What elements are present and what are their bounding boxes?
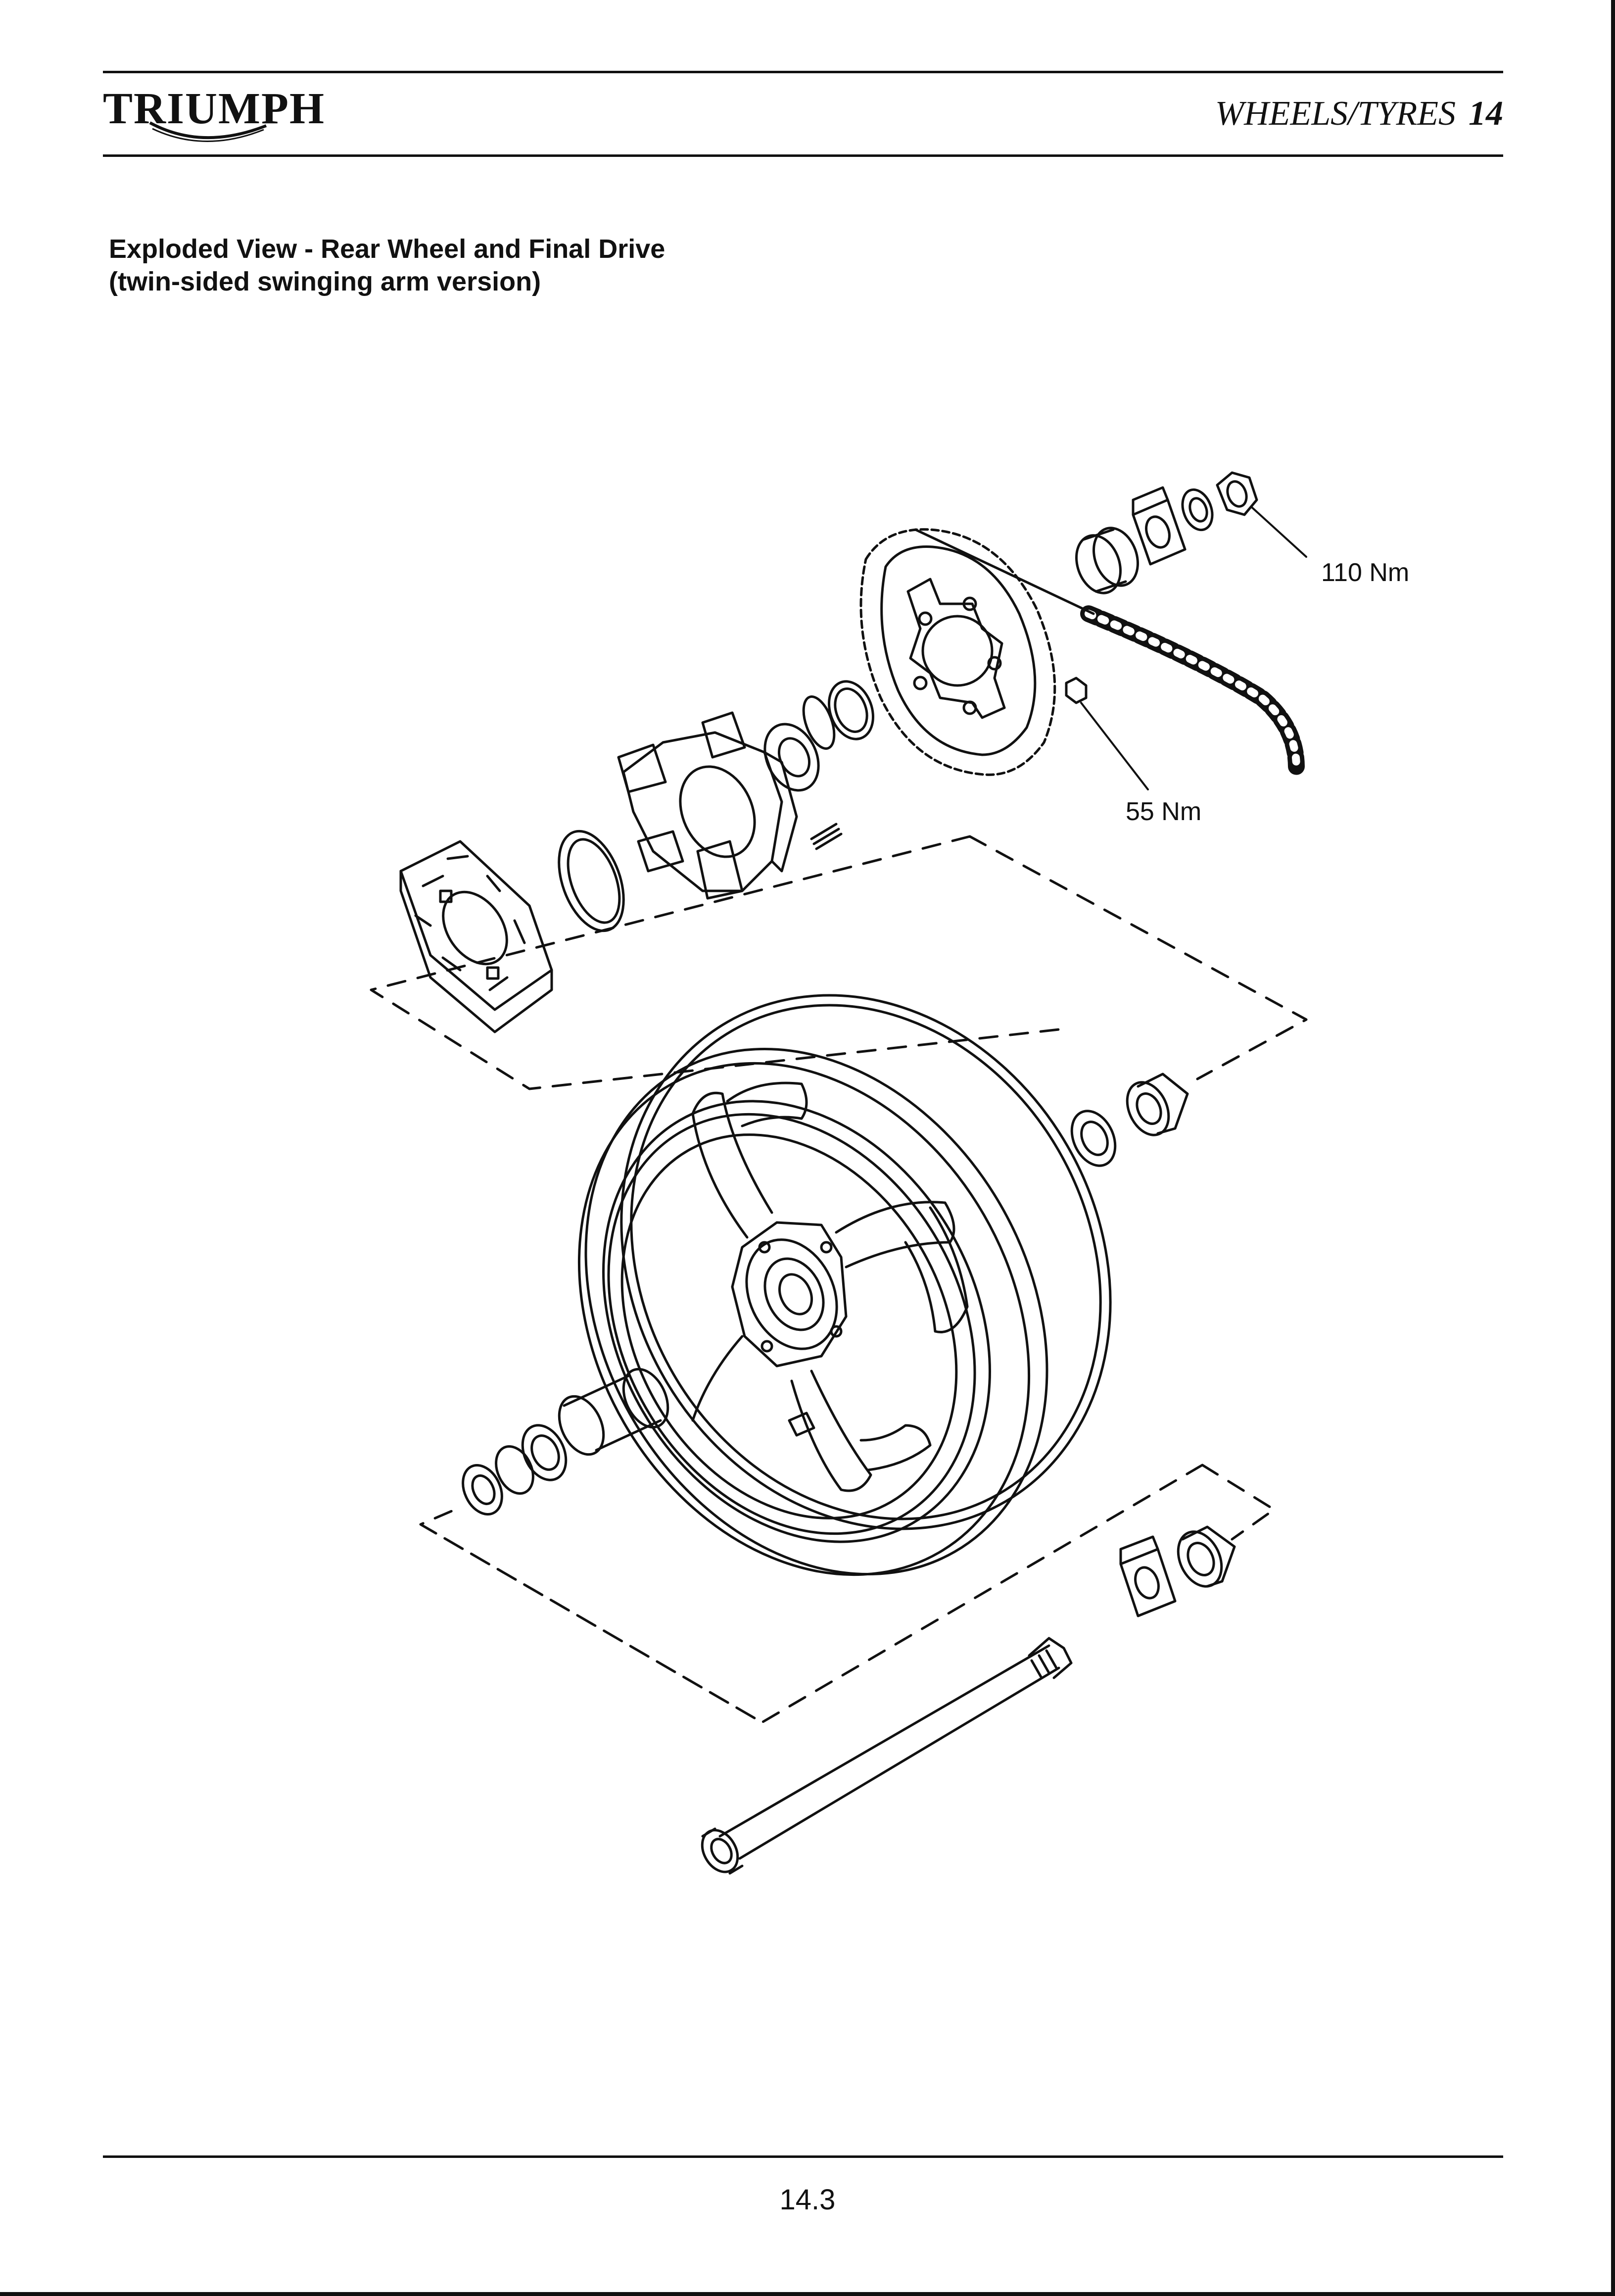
header-bottom-rule xyxy=(103,154,1503,157)
sprocket-nut-leader-line xyxy=(1080,702,1149,790)
chapter-number: 14 xyxy=(1469,95,1503,133)
lower-axle-spacer xyxy=(1177,1525,1236,1588)
right-wheel-bearing xyxy=(1070,1110,1117,1167)
lower-chain-adjuster xyxy=(1119,1535,1177,1617)
wheel-spokes xyxy=(691,1081,969,1492)
drive-chain xyxy=(914,528,1305,776)
brand-logo-text: TRIUMPH xyxy=(103,84,325,133)
page-title-line-1: Exploded View - Rear Wheel and Final Dri… xyxy=(109,234,665,264)
axle-nut xyxy=(1216,471,1258,516)
cush-drive-rubber xyxy=(399,840,553,1033)
sprocket-nut-torque-label: 55 Nm xyxy=(1126,797,1202,826)
page-title-line-2: (twin-sided swinging arm version) xyxy=(109,267,541,296)
footer-rule xyxy=(103,2155,1503,2158)
section-title: WHEELS/TYRES xyxy=(1215,95,1456,133)
axle-washer xyxy=(1181,488,1214,532)
header-top-rule xyxy=(103,71,1503,73)
cush-drive-seal xyxy=(558,830,625,932)
page-number: 14.3 xyxy=(779,2184,836,2216)
right-wheel-spacer-lower xyxy=(1126,1073,1189,1136)
sprocket-nut xyxy=(1065,677,1088,704)
left-wheel-bearing xyxy=(521,1424,568,1481)
left-circlip xyxy=(495,1445,534,1495)
axle-nut-leader-line xyxy=(1251,506,1307,558)
right-wheel-spacer xyxy=(1075,527,1139,594)
page-border-right xyxy=(1611,0,1615,2296)
lower-assembly-outline xyxy=(419,1464,1276,1724)
rear-wheel xyxy=(578,994,1112,1576)
sprocket-stud xyxy=(810,823,843,850)
left-seal xyxy=(462,1464,503,1516)
page-title: Exploded View - Rear Wheel and Final Dri… xyxy=(109,233,665,298)
tyre-valve xyxy=(788,1412,815,1437)
section-header: WHEELS/TYRES 14 xyxy=(1215,94,1503,134)
wheel-spindle xyxy=(701,1637,1073,1875)
brand-logo: TRIUMPH xyxy=(103,84,324,158)
carrier-circlip xyxy=(828,680,874,740)
left-spacer-tube xyxy=(558,1368,669,1456)
rear-sprocket xyxy=(859,528,1056,776)
wheel-hub xyxy=(731,1221,848,1368)
carrier-bearing xyxy=(763,723,820,792)
page-border-bottom xyxy=(0,2292,1615,2296)
upper-assembly-outline xyxy=(370,835,1308,1090)
axle-nut-torque-label: 110 Nm xyxy=(1321,558,1410,587)
upper-chain-adjuster xyxy=(1132,486,1187,566)
sprocket-carrier xyxy=(617,711,798,900)
logo-swoosh-icon xyxy=(149,121,267,142)
